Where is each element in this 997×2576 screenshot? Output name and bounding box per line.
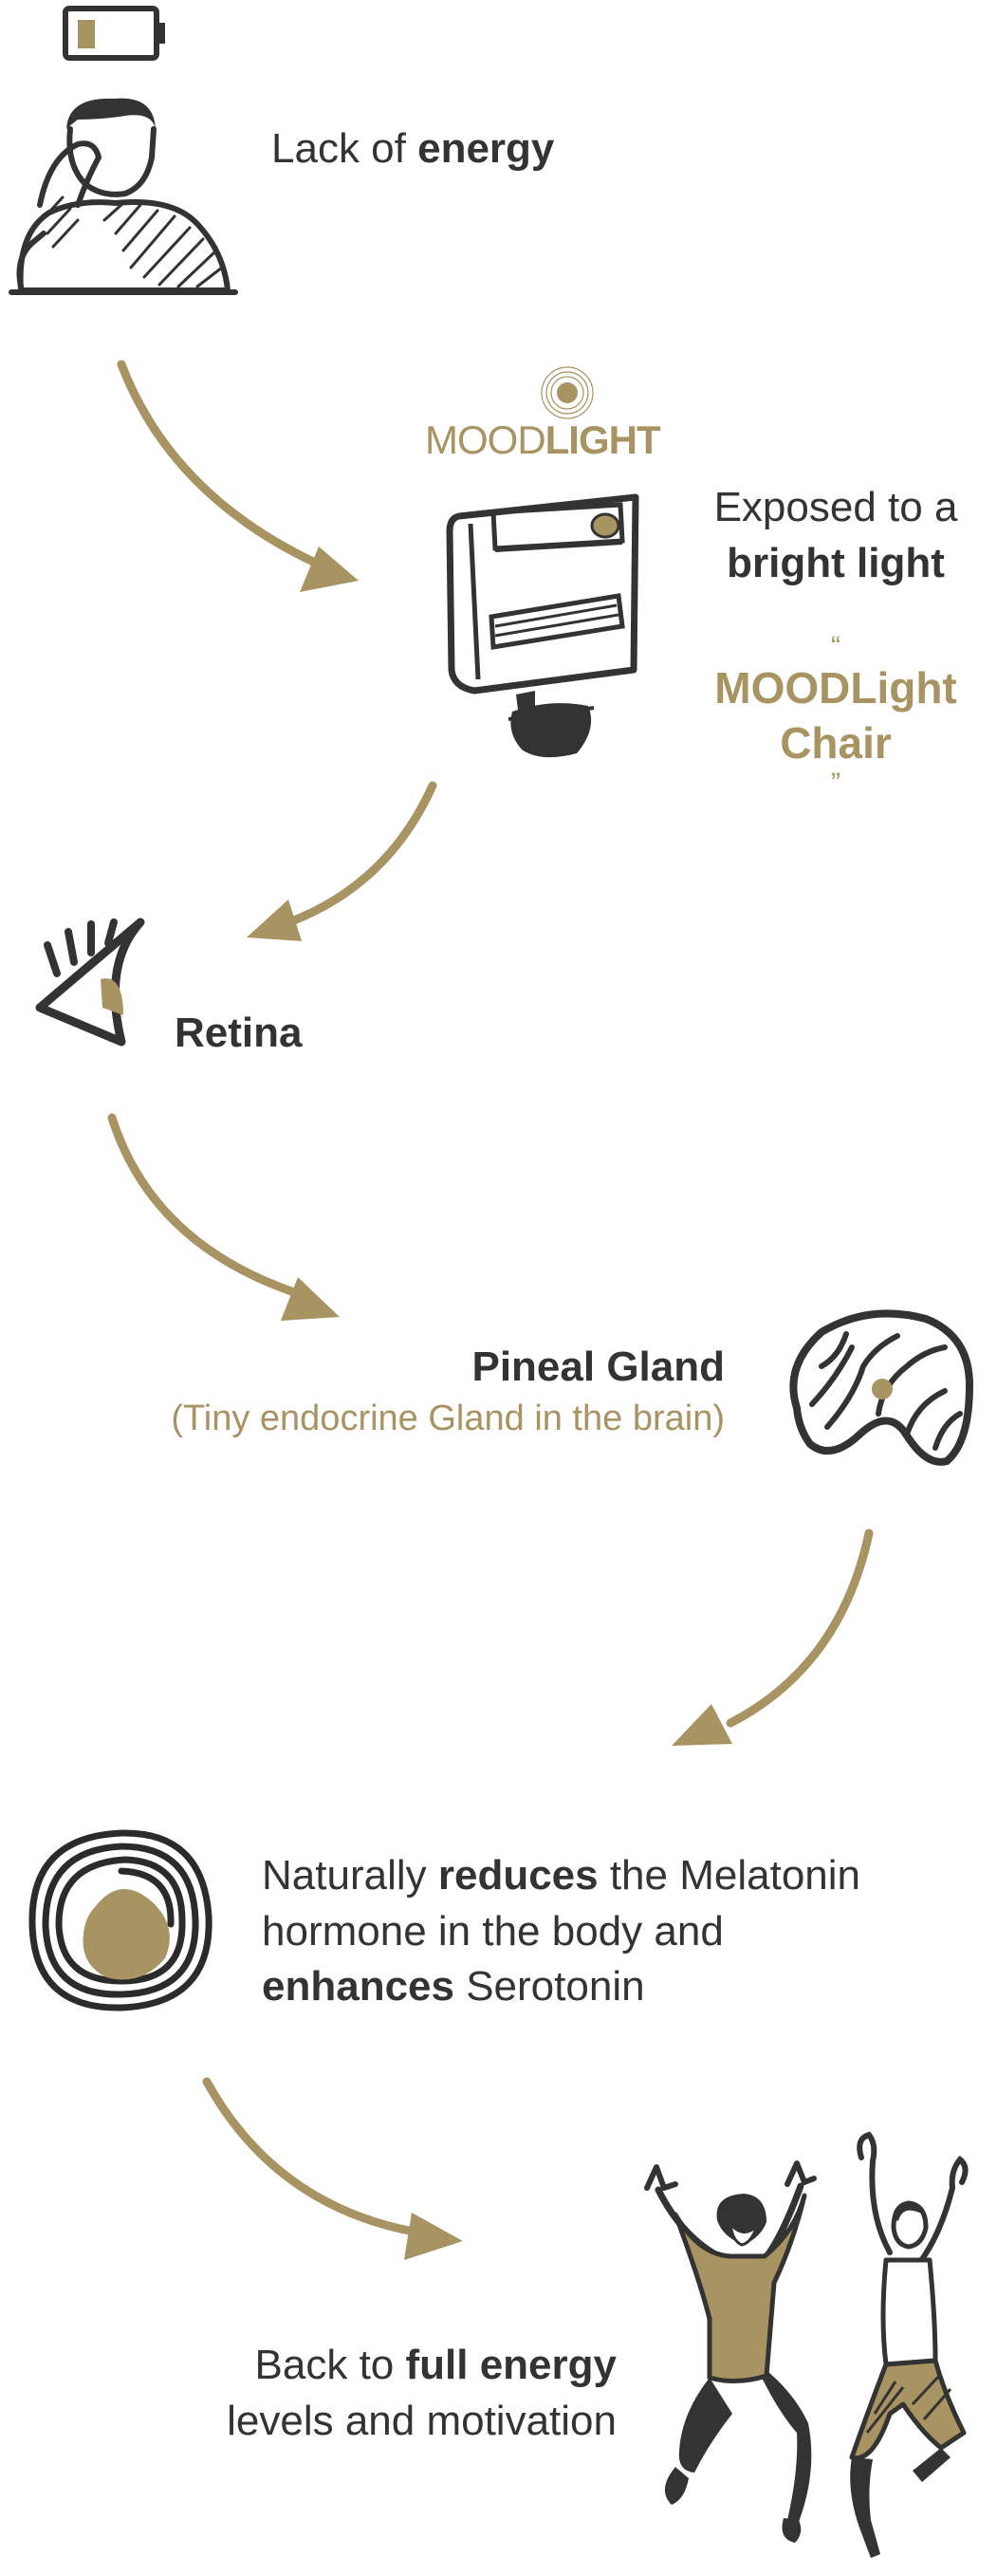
pineal-gland-block: Pineal Gland (Tiny endocrine Gland in th…	[57, 1340, 725, 1441]
curved-arrow-down-right	[117, 360, 359, 592]
quote-line2: Chair	[780, 718, 892, 768]
full-energy-text: Back to full energy levels and motivatio…	[57, 2338, 617, 2449]
tired-person-illustration	[9, 98, 238, 295]
quote-line1: MOODLight	[714, 663, 957, 713]
logo-light: LIGHT	[545, 417, 661, 462]
low-battery-icon	[63, 6, 165, 61]
curved-arrow-down-right-2	[107, 1113, 340, 1321]
pineal-subtitle: (Tiny endocrine Gland in the brain)	[171, 1398, 725, 1438]
scribble-circle-icon	[28, 1829, 212, 2011]
exposed-light-text: Exposed to a bright light	[679, 480, 992, 591]
curved-arrow-down-right-3	[202, 2077, 463, 2260]
open-quote: “	[831, 631, 840, 662]
light-chair-illustration	[446, 493, 639, 758]
exposed-line2: bright light	[727, 539, 945, 586]
full-energy-line2: levels and motivation	[227, 2397, 617, 2444]
jumping-people-illustration	[644, 2131, 969, 2558]
hormone-line3: enhances Serotonin	[262, 1963, 645, 2011]
hormone-line1: Naturally reduces the Melatonin	[262, 1852, 861, 1899]
brain-icon	[789, 1309, 973, 1466]
hormone-line2: hormone in the body and	[262, 1907, 724, 1955]
sun-rays-icon	[541, 366, 594, 419]
jumping-man-figure	[849, 2131, 969, 2558]
retina-label: Retina	[175, 1010, 303, 1056]
lack-of-energy-text: Lack of energy	[271, 125, 555, 172]
moodlight-logo: MOODLIGHT	[425, 417, 661, 463]
curved-arrow-down-left-2	[672, 1529, 874, 1746]
jumping-woman-figure	[644, 2160, 817, 2543]
hormone-text: Naturally reduces the Melatonin hormone …	[262, 1848, 860, 2015]
curved-arrow-down-left	[247, 781, 437, 941]
full-energy-line1: Back to full energy	[254, 2342, 617, 2388]
eye-icon	[35, 917, 145, 1047]
moodlight-chair-quote: “ MOODLight Chair ”	[679, 631, 992, 799]
close-quote: ”	[831, 768, 840, 799]
exposed-line1: Exposed to a	[713, 484, 958, 530]
pineal-title: Pineal Gland	[471, 1344, 725, 1390]
logo-mood: MOOD	[425, 417, 546, 462]
